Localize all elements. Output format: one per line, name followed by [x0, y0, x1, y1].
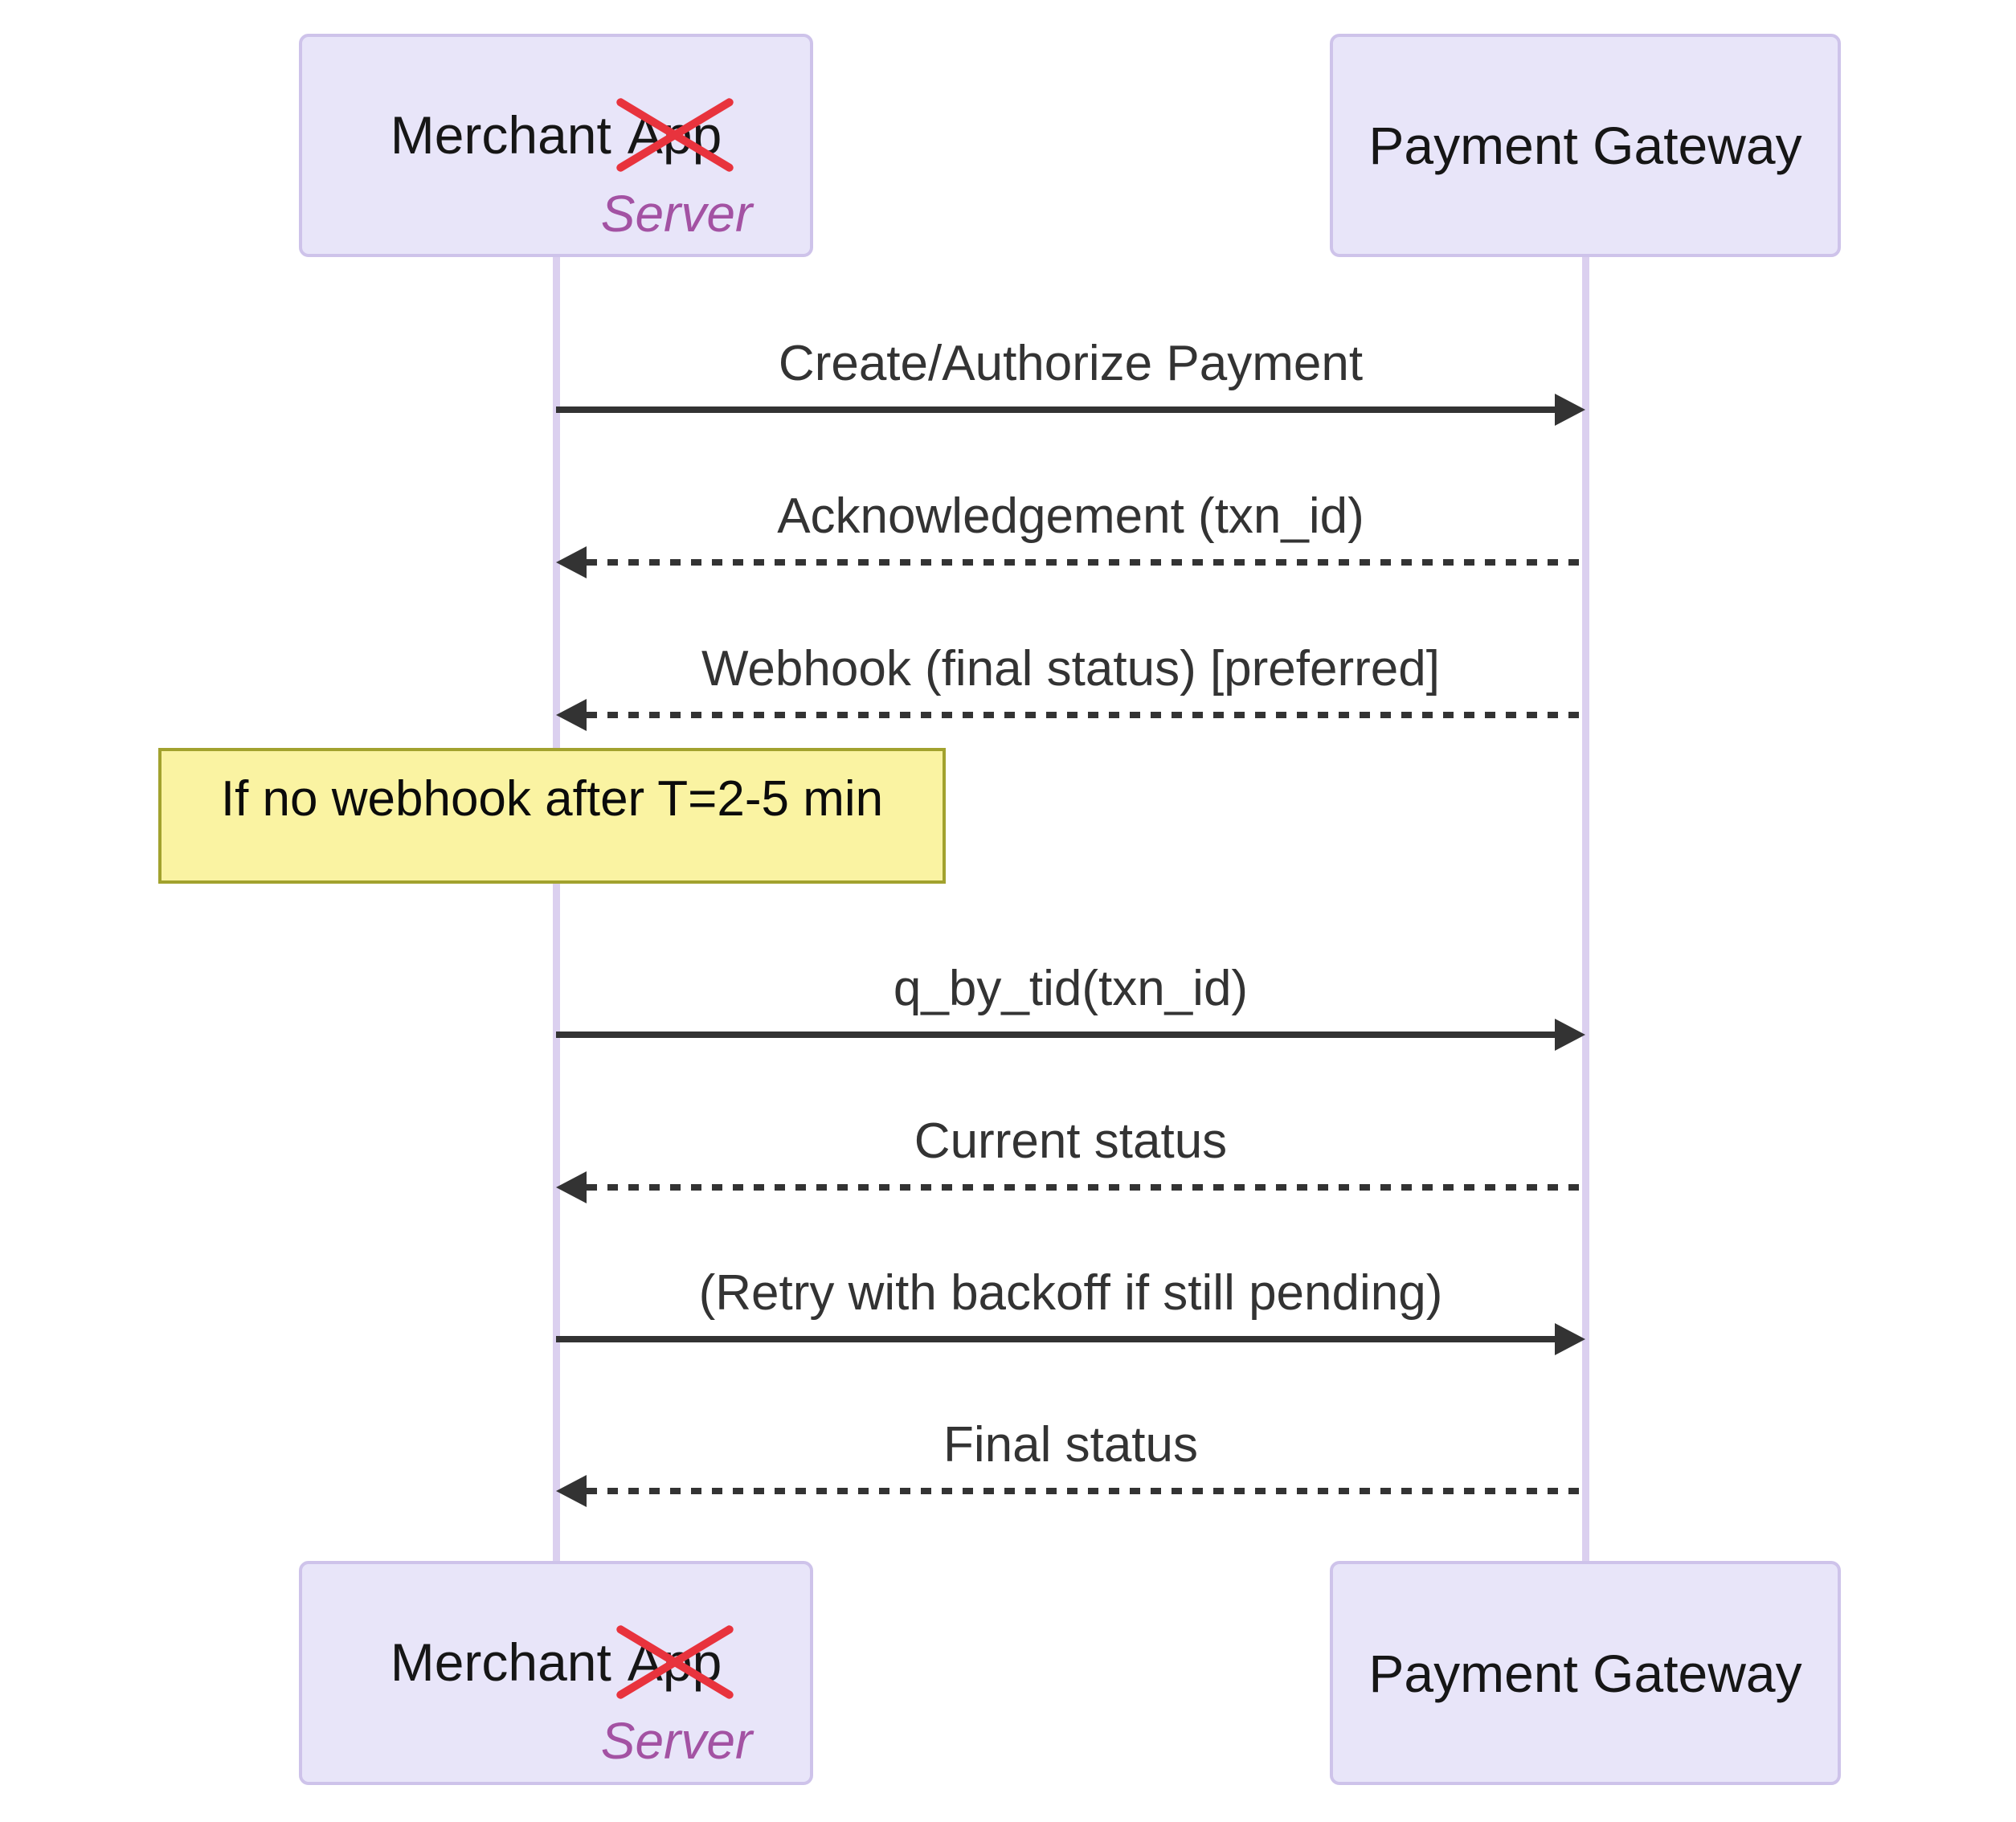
lifeline-merchant: [553, 257, 560, 1561]
message-line: [587, 712, 1585, 718]
actor-box-merchant-top: MerchantApp Server: [299, 34, 813, 257]
arrowhead-right-icon: [1555, 1019, 1585, 1051]
arrowhead-left-icon: [556, 1171, 587, 1203]
actor-box-gateway-top: Payment Gateway: [1330, 34, 1841, 257]
note-no-webhook-timeout: If no webhook after T=2-5 min: [158, 748, 946, 884]
actor-label-merchant-prefix: Merchant: [390, 1632, 611, 1692]
arrowhead-right-icon: [1555, 394, 1585, 426]
actor-box-merchant-bottom: MerchantApp Server: [299, 1561, 813, 1785]
message-line: [556, 1032, 1556, 1038]
message-label: Webhook (final status) [preferred]: [701, 641, 1440, 697]
message-line: [556, 1336, 1556, 1342]
message-line: [587, 1488, 1585, 1494]
note-label: If no webhook after T=2-5 min: [220, 771, 884, 827]
actor-label-annotation: Server: [600, 1712, 753, 1770]
actor-label-gateway: Payment Gateway: [1368, 116, 1802, 175]
message-label: q_by_tid(txn_id): [893, 961, 1249, 1016]
actor-box-gateway-bottom: Payment Gateway: [1330, 1561, 1841, 1785]
actor-label-struck-word: App: [614, 96, 735, 174]
message-label: Current status: [914, 1113, 1228, 1169]
message-label: Acknowledgement (txn_id): [777, 488, 1364, 544]
message-line: [587, 1184, 1585, 1191]
lifeline-gateway: [1582, 257, 1589, 1561]
actor-label-annotation: Server: [600, 185, 753, 243]
arrowhead-right-icon: [1555, 1323, 1585, 1355]
arrowhead-left-icon: [556, 699, 587, 731]
actor-label-merchant-prefix: Merchant: [390, 105, 611, 165]
actor-label-merchant: MerchantApp: [302, 96, 810, 174]
message-line: [556, 406, 1556, 413]
message-label: Create/Authorize Payment: [778, 336, 1364, 391]
message-label: (Retry with backoff if still pending): [698, 1265, 1443, 1321]
message-label: Final status: [943, 1417, 1199, 1473]
message-line: [587, 559, 1585, 566]
actor-label-gateway: Payment Gateway: [1368, 1643, 1802, 1703]
arrowhead-left-icon: [556, 1475, 587, 1507]
arrowhead-left-icon: [556, 546, 587, 578]
actor-label-merchant: MerchantApp: [302, 1624, 810, 1701]
actor-label-struck-word: App: [614, 1624, 735, 1701]
